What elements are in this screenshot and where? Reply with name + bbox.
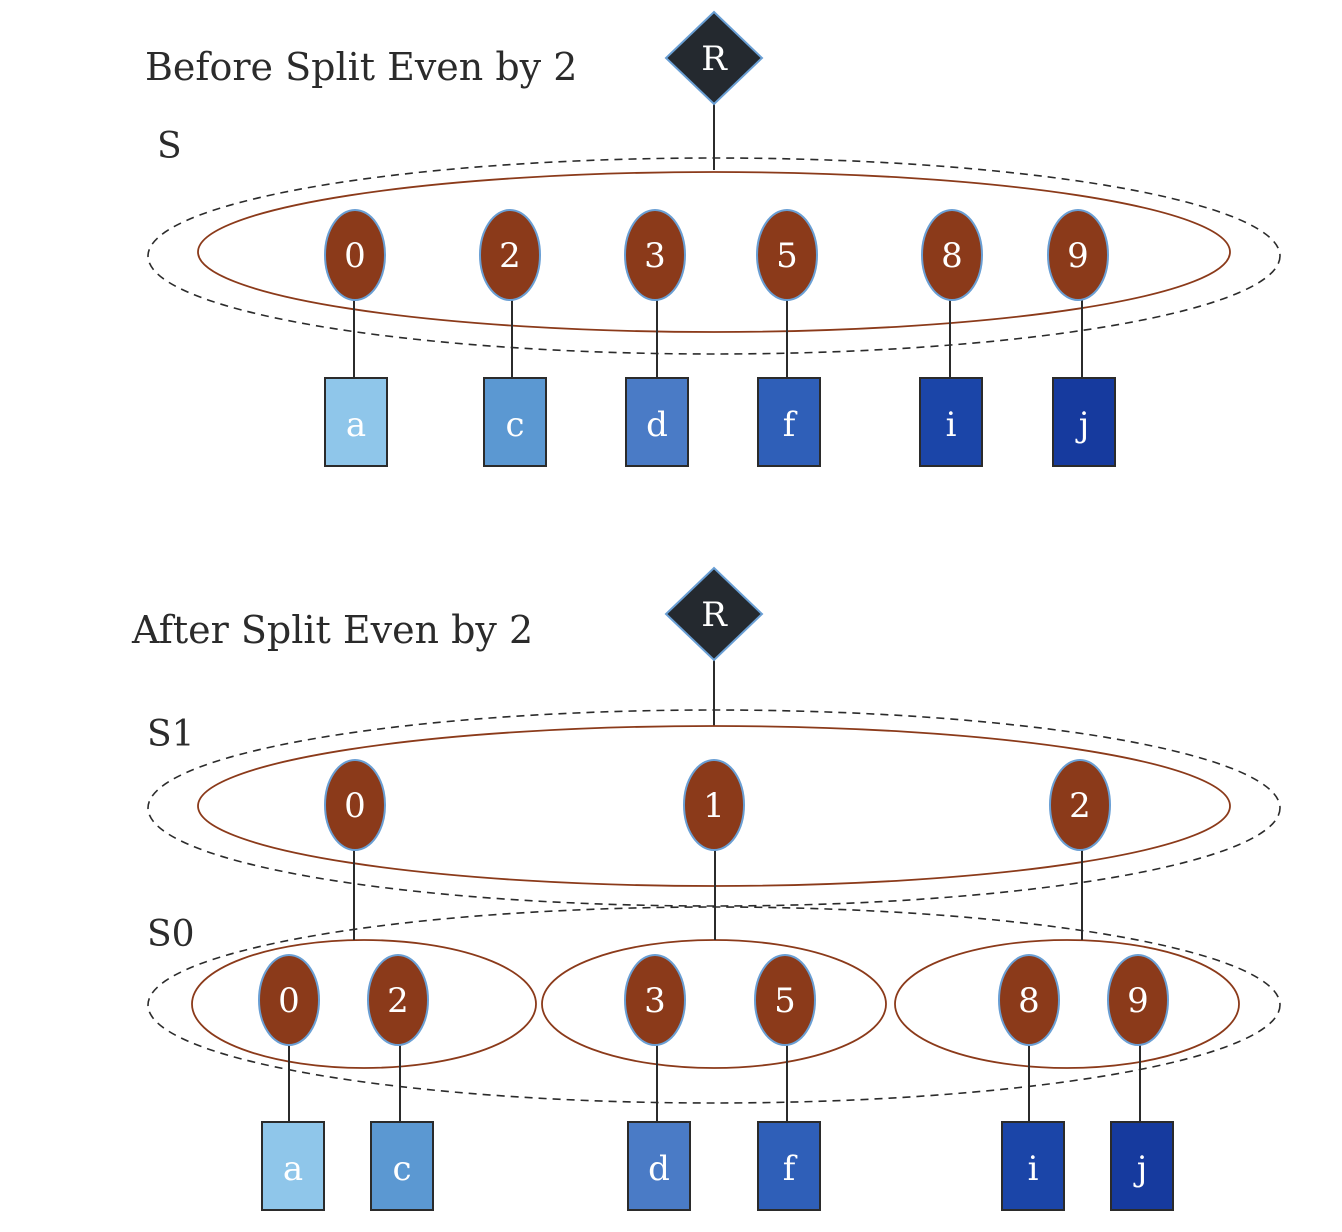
before-leaf-label-0: a xyxy=(346,405,366,445)
before-root: R xyxy=(664,10,764,170)
before-node-2 xyxy=(624,209,686,301)
before-leaf-5 xyxy=(1052,377,1116,467)
before-node-label-0: 0 xyxy=(344,236,366,276)
after-s1-nodes: 0 1 2 xyxy=(324,759,1111,851)
before-root-label: R xyxy=(701,39,728,79)
before-node-4 xyxy=(921,209,983,301)
before-node-3 xyxy=(756,209,818,301)
after-s0-node-3 xyxy=(754,954,816,1046)
after-root-diamond xyxy=(664,566,764,662)
before-leaf-3 xyxy=(757,377,821,467)
after-s0-label: S0 xyxy=(147,914,195,955)
after-leaf-label-4: i xyxy=(1028,1149,1039,1189)
after-s0-group-outline-1 xyxy=(541,939,887,1069)
before-leaf-label-2: d xyxy=(646,405,668,445)
after-leaf-3 xyxy=(757,1121,821,1211)
after-leaf-label-1: c xyxy=(392,1149,411,1189)
after-s0-node-2 xyxy=(624,954,686,1046)
after-leaf-label-2: d xyxy=(648,1149,670,1189)
before-leaf-2 xyxy=(625,377,689,467)
after-s0-node-label-4: 8 xyxy=(1018,981,1040,1021)
after-s0-node-4 xyxy=(998,954,1060,1046)
before-leaves: a c d f i j xyxy=(324,377,1116,467)
after-s0-group-outline-0 xyxy=(191,939,537,1069)
after-leaf-1 xyxy=(370,1121,434,1211)
after-root-label: R xyxy=(701,595,728,635)
before-group-outline xyxy=(197,171,1231,333)
after-s1-node-label-2: 2 xyxy=(1069,786,1091,826)
before-node-1 xyxy=(479,209,541,301)
after-s0-node-label-3: 5 xyxy=(774,981,796,1021)
before-nodes: 0 2 3 5 8 9 xyxy=(324,209,1109,301)
after-leaves: a c d f i j xyxy=(261,1121,1174,1211)
after-s0-node-5 xyxy=(1107,954,1169,1046)
before-node-label-1: 2 xyxy=(499,236,521,276)
before-leaf-0 xyxy=(324,377,388,467)
before-set-outline xyxy=(147,157,1281,355)
before-title: Before Split Even by 2 xyxy=(145,45,577,89)
after-s1-node-label-0: 0 xyxy=(344,786,366,826)
after-s1-label: S1 xyxy=(147,714,195,755)
after-s1-edges xyxy=(353,850,1083,940)
before-node-0 xyxy=(324,209,386,301)
after-s0-node-label-0: 0 xyxy=(278,981,300,1021)
after-s0-node-label-2: 3 xyxy=(644,981,666,1021)
before-root-diamond xyxy=(664,10,764,106)
after-s0-node-label-1: 2 xyxy=(387,981,409,1021)
after-leaf-5 xyxy=(1110,1121,1174,1211)
after-leaf-edges xyxy=(288,1043,1141,1122)
before-leaf-label-1: c xyxy=(505,405,524,445)
after-s0-node-label-5: 9 xyxy=(1127,981,1149,1021)
after-leaf-label-3: f xyxy=(783,1149,798,1189)
after-s0-group-outline-2 xyxy=(894,939,1240,1069)
after-leaf-2 xyxy=(627,1121,691,1211)
before-set-label: S xyxy=(157,126,182,167)
before-leaf-label-3: f xyxy=(783,405,798,445)
after-s0-node-0 xyxy=(258,954,320,1046)
after-leaf-0 xyxy=(261,1121,325,1211)
before-leaf-1 xyxy=(483,377,547,467)
after-s0-nodes: 0 2 3 5 8 9 xyxy=(258,954,1169,1046)
before-node-5 xyxy=(1047,209,1109,301)
after-s0-node-1 xyxy=(367,954,429,1046)
after-s1-node-label-1: 1 xyxy=(703,786,725,826)
before-node-label-2: 3 xyxy=(644,236,666,276)
before-node-label-3: 5 xyxy=(776,236,798,276)
before-leaf-label-4: i xyxy=(946,405,957,445)
after-root: R xyxy=(664,566,764,726)
before-node-label-4: 8 xyxy=(941,236,963,276)
before-leaf-label-5: j xyxy=(1075,405,1090,445)
after-leaf-4 xyxy=(1001,1121,1065,1211)
after-title: After Split Even by 2 xyxy=(131,608,533,652)
after-leaf-label-0: a xyxy=(283,1149,303,1189)
after-leaf-label-5: j xyxy=(1133,1149,1148,1189)
before-edges xyxy=(353,298,1083,378)
before-leaf-4 xyxy=(919,377,983,467)
before-node-label-5: 9 xyxy=(1067,236,1089,276)
after-s1-node-2 xyxy=(1049,759,1111,851)
after-s1-node-0 xyxy=(324,759,386,851)
after-s1-node-1 xyxy=(683,759,745,851)
